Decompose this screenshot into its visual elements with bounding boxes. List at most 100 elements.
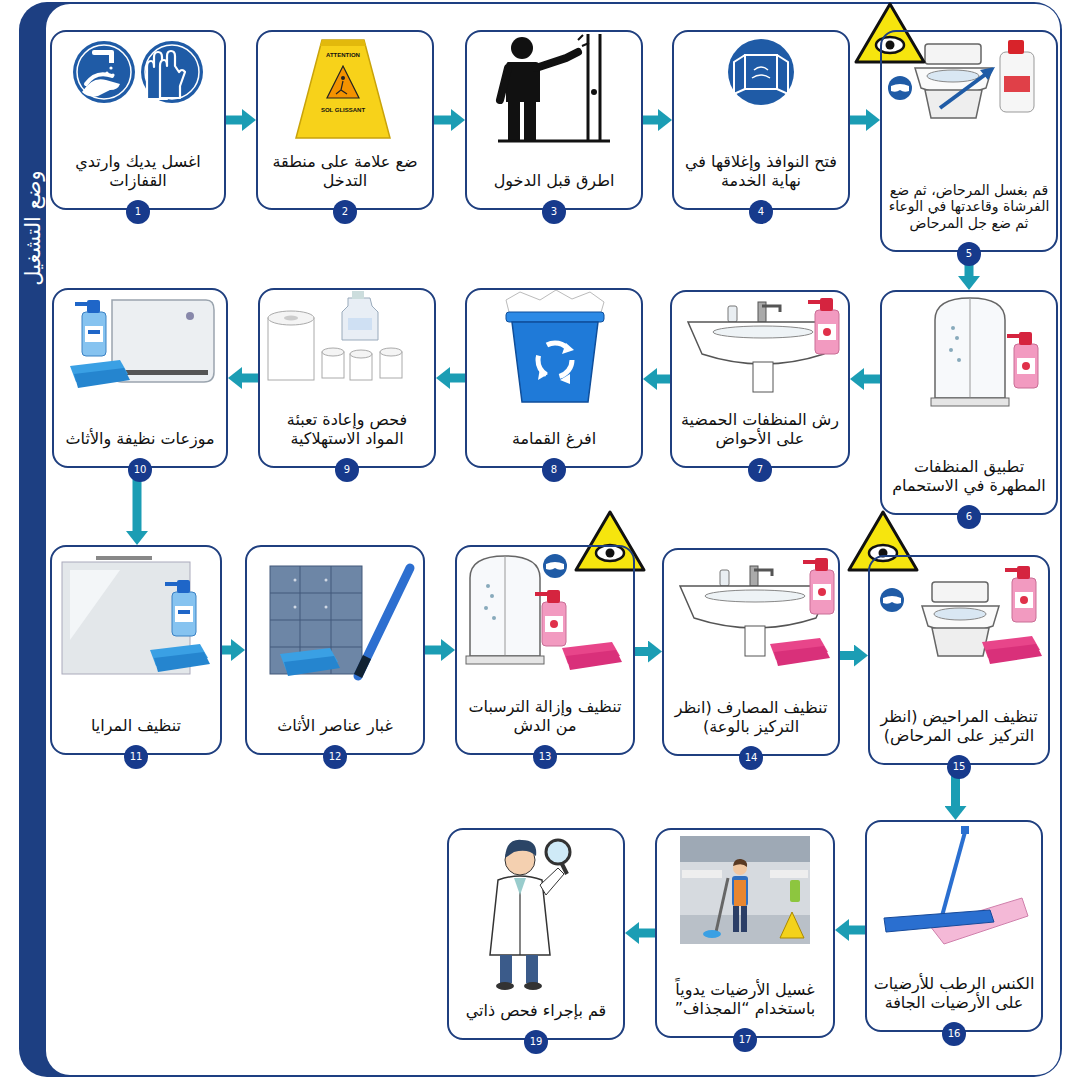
gel-bottle [1000,52,1034,112]
knock-figure [511,37,533,59]
sink [753,362,773,392]
window-icon [752,67,770,78]
pink-cloth [982,636,1042,664]
blue-spray-bottle [75,300,106,356]
flow-arrow [835,926,865,935]
step-label: غسيل الأرضيات يدوياً باستخدام “المجذاف” [663,980,827,1018]
warning-eye-sign [856,4,924,62]
knock-figure [500,68,508,100]
acid-spray-bottle [820,298,833,311]
lockers [270,593,362,594]
step-label: تنظيف المصارف (انظر التركيز بالوعة) [670,698,832,736]
warning-eye-sign [849,512,917,570]
acid-spray-bottle [550,620,558,628]
sink [720,570,729,586]
step-label: تطبيق المنظفات المطهرة في الاستحمام [888,457,1050,495]
blue-spray-bottle [88,330,100,334]
inspector-figure [490,840,570,990]
handwash-icon [77,45,131,99]
flow-arrow [228,374,258,383]
window-icon [728,39,794,105]
step-label: موزعات نظيفة والأثاث [60,429,220,448]
acid-spray-bottle [535,590,566,646]
floor-washing-scene [780,912,804,938]
acid-spray-bottle [1005,568,1017,572]
step-box: تنظيف المرايا [50,545,222,755]
wet-floor-sign [341,76,345,80]
step-label: الكنس الرطب للأرضيات على الأرضيات الجافة [873,974,1035,1012]
shower-cabin [470,556,540,656]
page-frame [19,2,1062,1077]
shower-cabin [466,656,544,664]
blue-cloths [154,652,210,672]
callout-number: 15 [947,755,971,779]
floor-washing-scene [682,870,722,878]
inspector-figure [562,864,567,874]
inspector-figure [524,982,542,990]
acid-spray-bottle [1005,566,1036,622]
knock-figure [587,34,590,140]
step-box: اطرق قبل الدخول [465,30,643,210]
flow-arrow [436,374,465,383]
goggles-icon [883,596,901,604]
handwash-icon [73,41,135,103]
shower-cabin [484,606,488,610]
acid-spray-bottle [1017,566,1030,579]
shower-cabin [466,556,544,664]
step-box: موزعات نظيفة والأثاث [52,288,228,468]
toilet [932,582,988,602]
sign-text: SOL GLISSANT [303,106,383,114]
inspector-figure [500,955,512,983]
knock-figure [508,100,520,140]
pink-cloth [986,644,1042,664]
knock-figure [578,35,589,46]
paper-rolls [268,291,402,380]
flat-mop [942,832,965,916]
callout-number: 12 [323,745,347,769]
paper-rolls [352,291,364,299]
toilet [915,44,992,118]
step-label: رش المنظفات الحمضية على الأحواض [678,410,842,448]
shower-cabin [931,398,1009,406]
warning-eye-sign [856,4,924,62]
sink [728,306,737,322]
toilet [934,608,986,620]
acid-spray-bottle [547,590,560,603]
acid-spray-bottle [1017,358,1035,374]
step-box: تطبيق المنظفات المطهرة في الاستحمام [880,290,1058,515]
blue-spray-bottle [85,326,103,342]
sink [705,590,805,602]
paper-rolls [348,318,372,330]
toilet [927,70,979,82]
window-icon [745,55,777,89]
acid-spray-bottle [803,560,815,564]
flow-arrow [850,116,880,125]
callout-number: 14 [739,746,763,770]
warning-eye-sign [606,549,615,558]
page-frame [46,4,1060,1075]
callout-number: 2 [333,200,357,224]
callout-number: 13 [533,745,557,769]
section-title: وضع التشغيل [19,128,47,328]
wet-floor-sign [336,81,347,94]
recycle-bin [512,322,598,402]
flat-mop [884,826,1028,944]
acid-spray-bottle [545,616,563,632]
paper-rolls [268,318,314,380]
direction-arrow [940,67,995,108]
toilet [932,628,989,656]
lockers [294,606,297,609]
window-icon [728,39,794,105]
shower-cabin [492,616,496,620]
blue-spray-bottle [178,610,190,614]
callout-number: 9 [335,458,359,482]
floor-washing-scene [680,836,810,862]
blue-spray-bottle [165,582,177,586]
towel-dispenser [112,300,214,382]
acid-spray-bottle [815,310,839,354]
step-box: قم بإجراء فحص ذاتي [447,828,625,1040]
callout-number: 3 [542,200,566,224]
acid-spray-bottle [818,588,826,596]
lockers [270,647,362,648]
